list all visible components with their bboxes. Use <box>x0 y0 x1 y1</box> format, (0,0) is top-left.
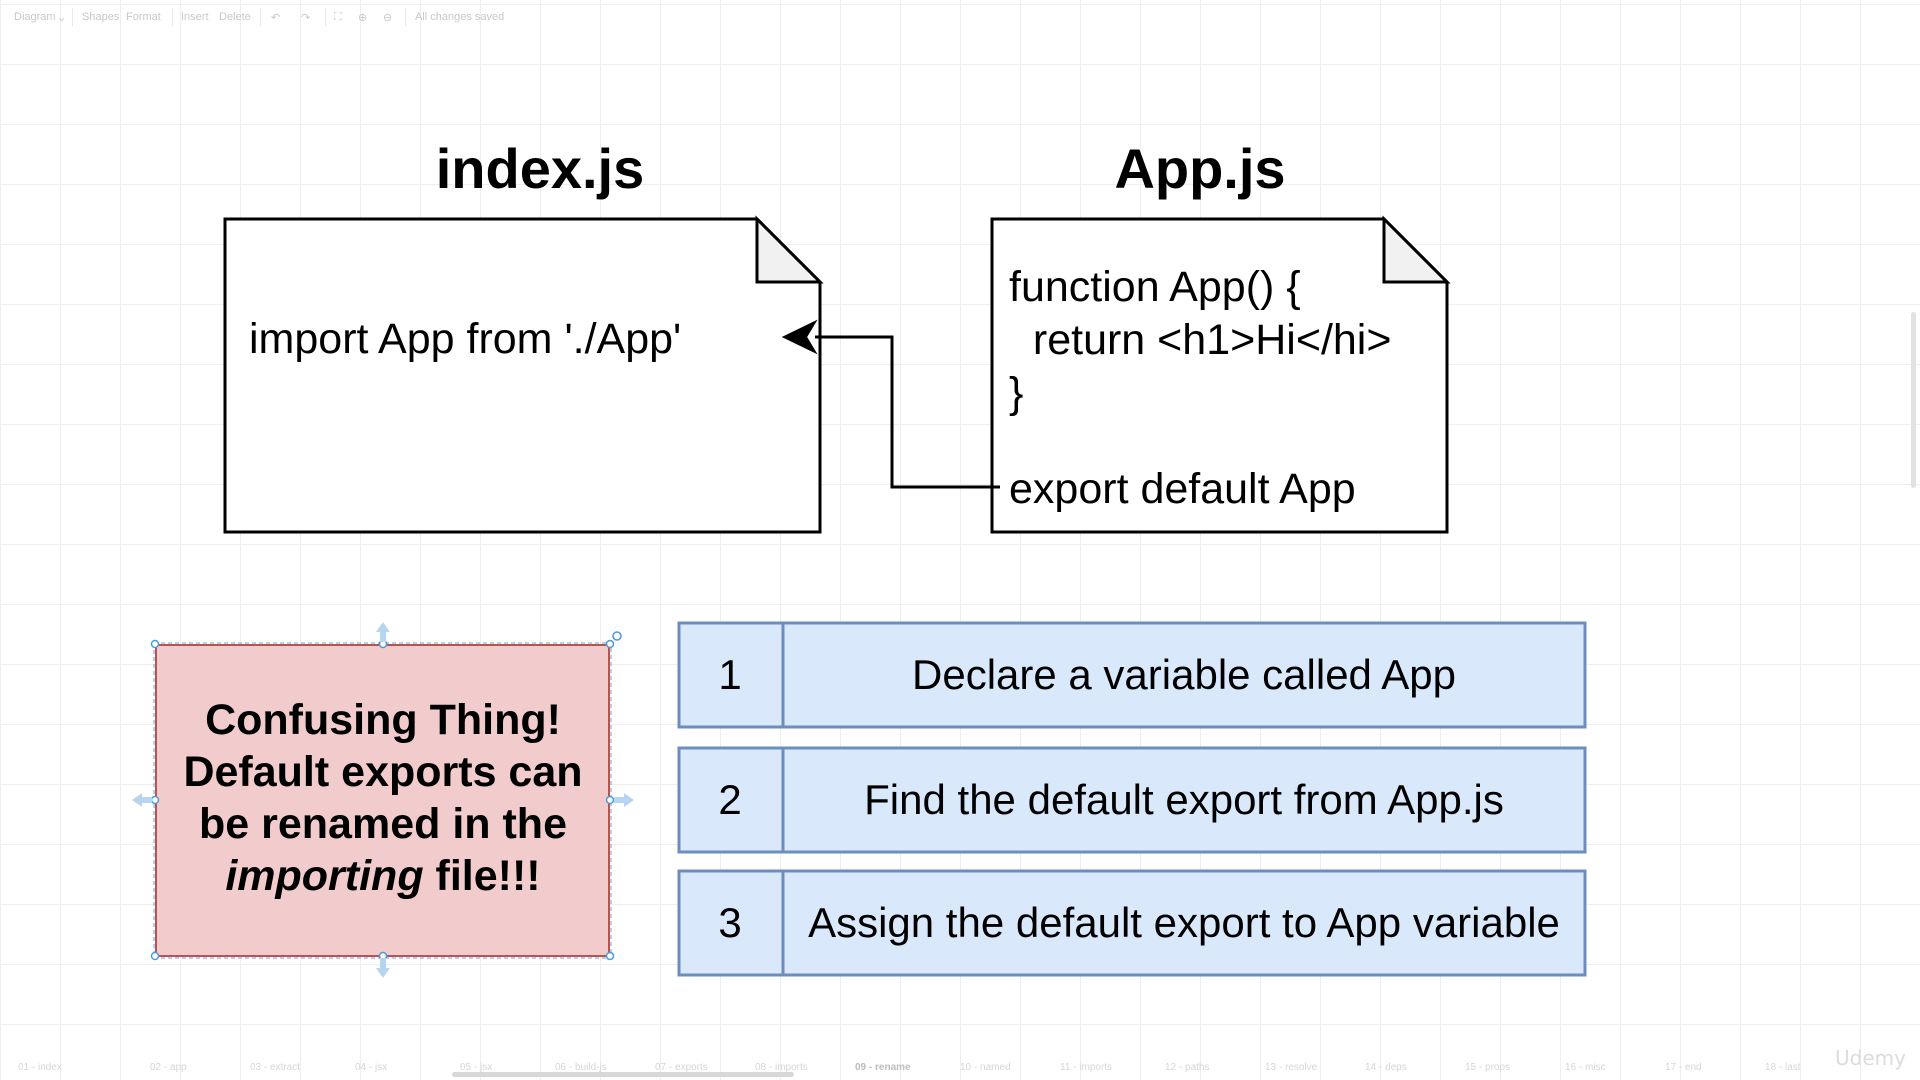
page-tab[interactable]: 16 - misc <box>1565 1062 1606 1073</box>
vertical-scrollbar[interactable] <box>1911 312 1916 488</box>
page-tab[interactable]: 07 - exports <box>655 1062 708 1073</box>
app-js-title: App.js <box>1114 137 1286 200</box>
diagram-menu[interactable]: Diagram <box>14 11 56 23</box>
export-statement: export default App <box>1009 465 1356 513</box>
page-tab[interactable]: 15 - props <box>1465 1062 1511 1073</box>
step-box-3[interactable] <box>677 869 1587 977</box>
chevron-down-icon: ⌄ <box>57 12 67 24</box>
app-function-line-1: function App() { <box>1009 263 1301 311</box>
page-tab[interactable]: 04 - jsx <box>355 1062 388 1073</box>
note-line-1: Confusing Thing! <box>205 696 561 744</box>
step-number: 2 <box>718 776 742 823</box>
page-tab[interactable]: 11 - imports <box>1060 1062 1113 1073</box>
step-row-2: 2 Find the default export from App.js <box>678 747 1586 853</box>
step-row-1: 1 Declare a variable called App <box>678 622 1586 728</box>
step-number: 1 <box>718 651 742 698</box>
step-box-1[interactable] <box>677 621 1587 729</box>
step-description: Find the default export from App.js <box>864 776 1504 823</box>
page-tab[interactable]: 03 - extract <box>250 1062 301 1073</box>
step-number: 3 <box>718 899 742 946</box>
shapes-button[interactable]: Shapes <box>82 11 120 23</box>
selection-handles[interactable] <box>150 639 615 961</box>
warning-note-text: Confusing Thing! Default exports can be … <box>156 640 610 956</box>
page-tab[interactable]: 13 - resolve <box>1265 1062 1318 1073</box>
note-line-2: Default exports can <box>183 748 583 796</box>
step-description: Assign the default export to App variabl… <box>808 899 1560 946</box>
zoom-in-icon[interactable]: ⊕ <box>358 12 368 24</box>
redo-icon[interactable]: ↷ <box>301 12 311 24</box>
page-tab[interactable]: 14 - deps <box>1365 1062 1407 1073</box>
page-tab[interactable]: 05 - jsx <box>460 1062 493 1073</box>
page-tab[interactable]: 12 - paths <box>1165 1062 1210 1073</box>
quick-connect-arrows[interactable] <box>132 622 634 978</box>
save-status: All changes saved <box>415 11 505 23</box>
note-line-3: be renamed in the <box>199 800 567 848</box>
note-line-4-rest: file!!! <box>423 852 541 900</box>
page-tab-active[interactable]: 09 - rename <box>855 1062 911 1073</box>
warning-note-box[interactable] <box>155 644 610 957</box>
note-line-4: importing file!!! <box>225 850 540 902</box>
index-js-file-shape[interactable] <box>223 215 824 534</box>
export-to-import-arrow[interactable] <box>781 319 1000 489</box>
fullscreen-icon[interactable]: ⛶ <box>334 11 342 23</box>
note-emphasis: importing <box>225 852 424 900</box>
page-tab[interactable]: 10 - named <box>960 1062 1011 1073</box>
toolbar-divider <box>172 8 173 26</box>
page-tab[interactable]: 18 - last <box>1765 1062 1801 1073</box>
toolbar-divider <box>325 8 326 26</box>
udemy-watermark: Udemy <box>1835 1046 1906 1070</box>
rotate-handle-icon[interactable] <box>612 631 622 641</box>
format-button[interactable]: Format <box>126 11 161 23</box>
toolbar-divider <box>72 8 73 26</box>
arrowhead-icon <box>781 319 818 355</box>
top-toolbar: Diagram ⌄ Shapes Format Insert Delete ↶ … <box>0 0 1920 34</box>
app-js-file-shape[interactable] <box>990 215 1451 534</box>
page-tab[interactable]: 02 - app <box>150 1062 187 1073</box>
page-tab[interactable]: 01 - index <box>18 1062 62 1073</box>
page-tab[interactable]: 08 - imports <box>755 1062 808 1073</box>
toolbar-divider <box>260 8 261 26</box>
page-tabs-bar: 01 - index 02 - app 03 - extract 04 - js… <box>0 1058 1920 1080</box>
delete-button[interactable]: Delete <box>219 11 251 23</box>
insert-button[interactable]: Insert <box>181 11 209 23</box>
step-description: Declare a variable called App <box>912 651 1456 698</box>
step-row-3: 3 Assign the default export to App varia… <box>678 870 1586 976</box>
page-tab[interactable]: 17 - end <box>1665 1062 1702 1073</box>
step-box-2[interactable] <box>677 746 1587 854</box>
horizontal-scrollbar[interactable] <box>452 1072 794 1077</box>
toolbar-divider <box>405 8 406 26</box>
import-statement: import App from './App' <box>249 315 682 363</box>
app-function-line-2: return <h1>Hi</hi> <box>1009 316 1392 364</box>
app-function-line-3: } <box>1009 369 1024 417</box>
page-tab[interactable]: 06 - build-js <box>555 1062 607 1073</box>
index-js-title: index.js <box>435 137 645 200</box>
zoom-out-icon[interactable]: ⊖ <box>383 12 393 24</box>
undo-icon[interactable]: ↶ <box>271 12 281 24</box>
